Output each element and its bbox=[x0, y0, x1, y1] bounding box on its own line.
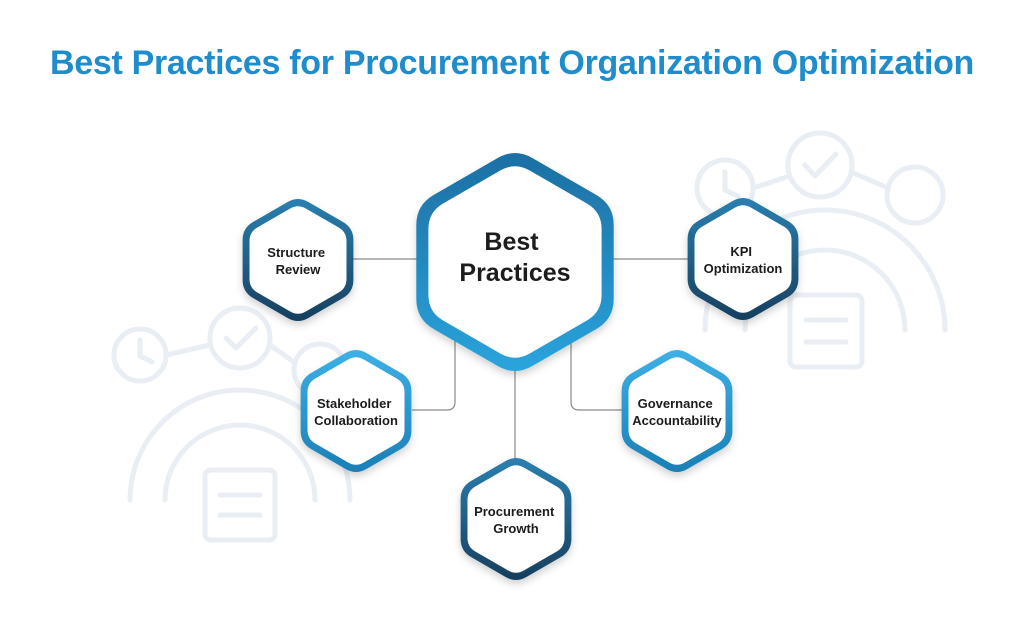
hex-procurement-growth bbox=[460, 458, 572, 580]
center-label-line1: Best bbox=[484, 228, 539, 256]
hex-governance-accountability bbox=[621, 350, 733, 472]
hex-kpi-optimization bbox=[687, 198, 799, 320]
hex-stakeholder-collaboration bbox=[300, 350, 412, 472]
node-procurement-growth-line1: Procurement bbox=[474, 504, 555, 519]
node-structure-review-line1: Structure bbox=[267, 245, 325, 260]
connectors bbox=[352, 258, 688, 462]
hex-center-face bbox=[428, 166, 602, 358]
connector-stakeholder-collaboration bbox=[412, 335, 456, 411]
node-governance-accountability-line1: Governance bbox=[638, 396, 713, 411]
node-stakeholder-collaboration-line2: Collaboration bbox=[314, 413, 398, 428]
node-structure-review-label: Structure Review bbox=[267, 245, 328, 277]
hex-governance-accountability-face bbox=[628, 357, 726, 465]
node-kpi-optimization-label: KPI Optimization bbox=[704, 244, 783, 276]
node-procurement-growth-line2: Growth bbox=[493, 521, 539, 536]
hex-procurement-growth-face bbox=[467, 465, 565, 573]
hex-structure-review bbox=[242, 199, 354, 321]
center-label: Best Practices bbox=[459, 228, 570, 287]
hex-stakeholder-collaboration-face bbox=[307, 357, 405, 465]
node-stakeholder-collaboration-line1: Stakeholder bbox=[317, 396, 391, 411]
node-kpi-optimization-line1: KPI bbox=[730, 244, 752, 259]
center-label-line2: Practices bbox=[459, 259, 570, 287]
node-stakeholder-collaboration-label: Stakeholder Collaboration bbox=[314, 396, 398, 428]
node-procurement-growth-label: Procurement Growth bbox=[474, 504, 558, 536]
page-title: Best Practices for Procurement Organizat… bbox=[49, 44, 975, 82]
node-governance-accountability-label: Governance Accountability bbox=[632, 396, 722, 428]
connector-governance-accountability bbox=[570, 335, 624, 411]
hex-kpi-optimization-face bbox=[694, 205, 792, 313]
node-structure-review-line2: Review bbox=[276, 262, 322, 277]
node-kpi-optimization-line2: Optimization bbox=[704, 261, 783, 276]
hex-center bbox=[416, 153, 614, 371]
node-governance-accountability-line2: Accountability bbox=[632, 413, 722, 428]
hex-structure-review-face bbox=[249, 206, 347, 314]
